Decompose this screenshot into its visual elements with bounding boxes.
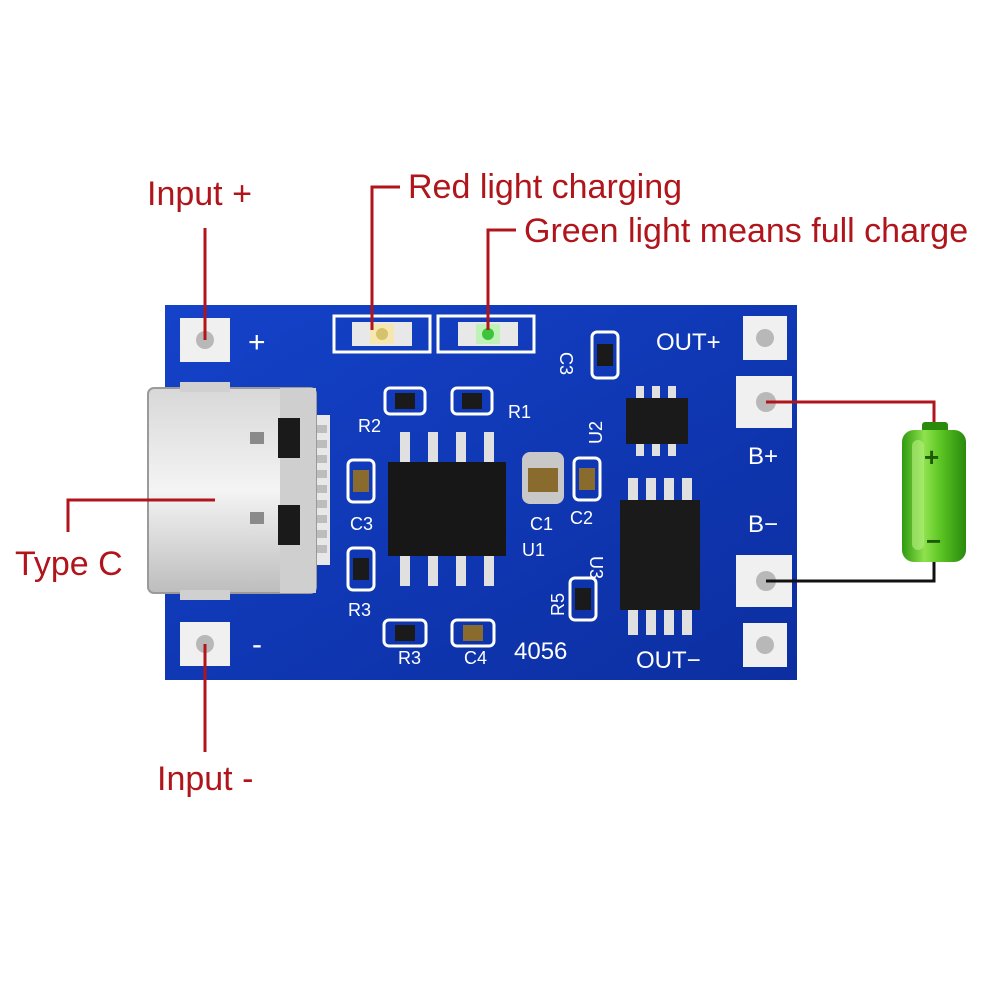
silk-u2: U2	[586, 421, 606, 444]
callout-green-light: Green light means full charge	[524, 212, 969, 250]
silk-out-minus: OUT−	[636, 647, 701, 674]
silk-b-minus: B−	[748, 511, 778, 538]
silk-u3: U3	[586, 556, 606, 579]
wire-battery-plus	[766, 400, 936, 428]
out-minus-pad	[743, 623, 787, 667]
component-c3-top	[590, 330, 620, 380]
usb-type-c-connector	[147, 382, 330, 600]
wire-battery-minus	[766, 558, 936, 583]
leader-type-c	[66, 498, 215, 532]
battery-plus-label: +	[924, 442, 939, 472]
silk-r2: R2	[358, 416, 381, 436]
silk-r3-bottom: R3	[398, 648, 421, 668]
silk-c1: C1	[530, 514, 553, 534]
component-c2	[572, 456, 602, 502]
silk-out-plus: OUT+	[656, 329, 721, 356]
leader-green-light	[486, 228, 516, 330]
component-r3-bottom	[382, 618, 428, 648]
battery-icon: + −	[902, 422, 966, 562]
silk-plus: +	[248, 326, 266, 359]
component-c3-left	[346, 458, 376, 504]
silk-r5: R5	[548, 593, 568, 616]
silk-u1: U1	[522, 540, 545, 560]
u2-protection-ic	[626, 386, 688, 456]
u1-charger-ic	[388, 432, 506, 586]
component-c4	[450, 618, 496, 648]
silk-c4: C4	[464, 648, 487, 668]
callout-type-c: Type C	[15, 545, 123, 583]
red-led	[332, 314, 432, 354]
callout-leaders	[66, 185, 936, 752]
callout-red-light: Red light charging	[408, 168, 683, 206]
silk-r3-left: R3	[348, 600, 371, 620]
silk-b-plus: B+	[748, 443, 778, 470]
silk-c2: C2	[570, 508, 593, 528]
silk-c3-left: C3	[350, 514, 373, 534]
silk-r1: R1	[508, 402, 531, 422]
pcb-board: + - OUT+ B+ B− OUT− 4056 R2 R1 C3 R3 C1 …	[147, 305, 797, 680]
component-r5	[568, 576, 598, 622]
battery-minus-label: −	[926, 526, 941, 556]
silk-c3-top: C3	[556, 352, 576, 375]
callout-input-plus: Input +	[147, 175, 252, 213]
silk-minus: -	[252, 628, 262, 661]
component-c1	[522, 452, 564, 504]
component-r3-left	[346, 546, 376, 592]
component-r2	[383, 386, 427, 416]
leader-red-light	[370, 185, 400, 330]
component-r1	[450, 386, 494, 416]
silk-model: 4056	[514, 638, 567, 665]
out-plus-pad	[743, 316, 787, 360]
callout-input-minus: Input -	[157, 760, 254, 798]
u3-mosfet-ic	[620, 478, 700, 635]
